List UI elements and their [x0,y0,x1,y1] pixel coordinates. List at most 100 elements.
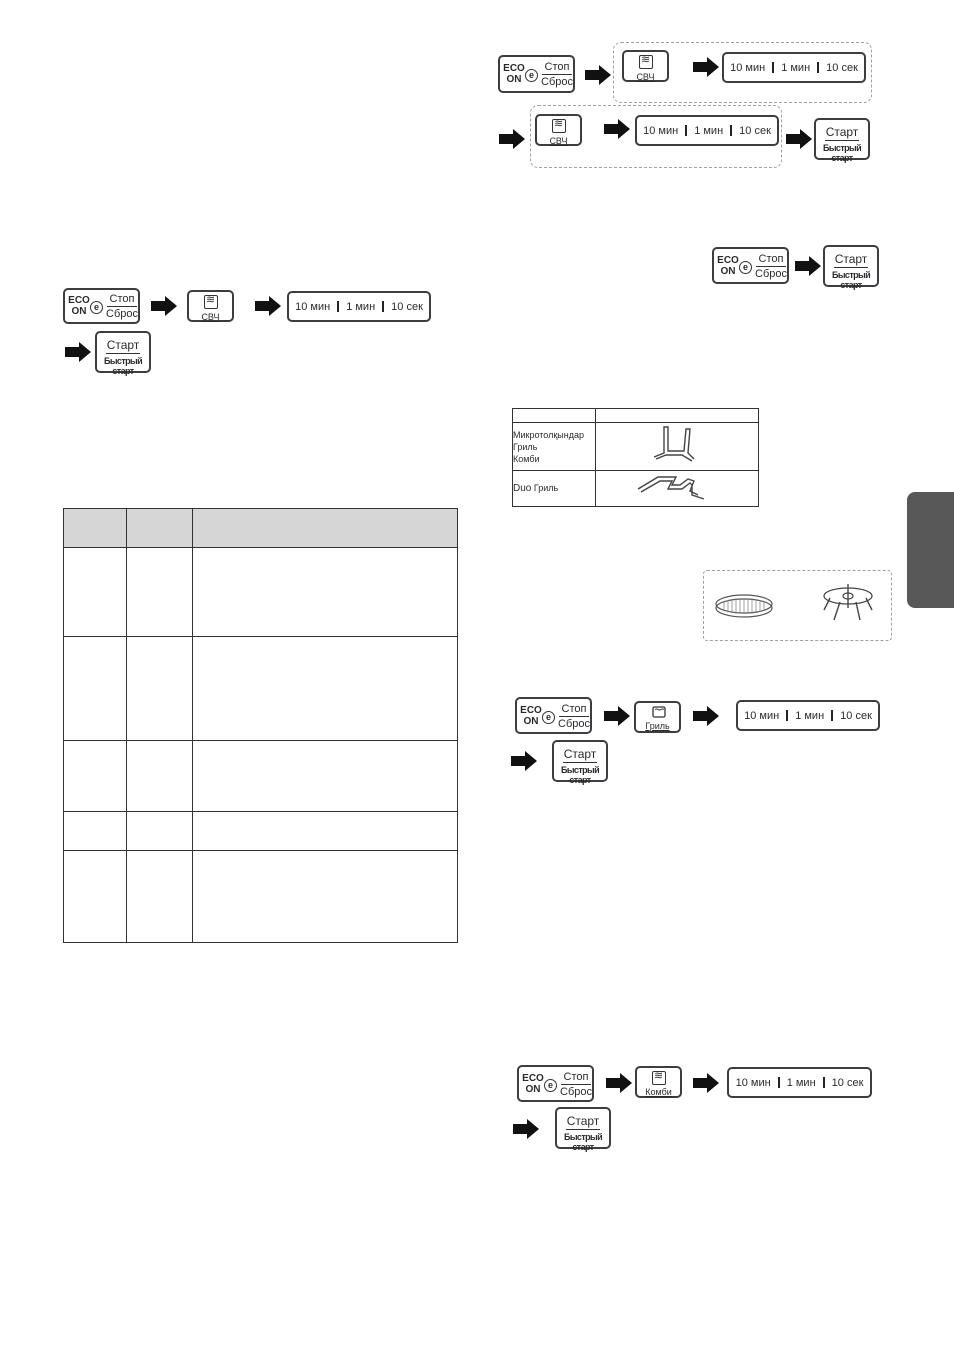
time-1min-label[interactable]: 1 мин [786,1076,816,1089]
table-cell [192,740,458,812]
on-label: ON [506,74,522,85]
time-10sec-label[interactable]: 10 сек [391,300,423,313]
quick-start-label: Быстрый старт [560,765,600,785]
time-buttons[interactable]: 10 мин 1 мин 10 сек [727,1067,872,1098]
time-10sec-label[interactable]: 10 сек [831,1076,864,1089]
eco-leaf-icon: e [542,711,555,724]
start-label: Старт [825,125,859,139]
arrow-right-icon [786,129,812,149]
start-button[interactable]: Старт Быстрый старт [95,331,151,376]
time-1min-label[interactable]: 1 мин [781,61,811,74]
arrow-right-icon [499,129,525,149]
arrow-right-icon [604,119,630,139]
combi-button[interactable]: Комби [635,1066,682,1098]
arrow-right-icon [255,296,281,316]
divider [756,266,786,267]
grill-button[interactable]: Гриль [634,701,681,733]
table-cell [192,811,458,851]
divider [337,301,340,312]
start-label: Старт [563,747,597,761]
time-10min-label[interactable]: 10 мин [744,709,780,722]
reset-label: Сброс [560,1086,592,1098]
accessory-modes-cell: Duo Гриль [512,470,596,507]
time-buttons[interactable]: 10 мин 1 мин 10 сек [736,700,880,731]
table-row [63,740,458,812]
time-10sec-label[interactable]: 10 сек [840,709,872,722]
low-rack-icon [637,476,705,500]
grill-icon [652,706,666,718]
eco-label: ECO [520,705,542,716]
eco-label: ECO [717,255,739,266]
eco-stop-button[interactable]: ECO ON e Стоп Сброс [63,288,140,324]
time-10min-label[interactable]: 10 мин [643,124,679,137]
mode-label: Микротолқындар [513,429,584,440]
eco-stop-button[interactable]: ECO ON e Стоп Сброс [515,697,592,734]
microwave-waves-icon [639,53,653,69]
reset-label: Сброс [558,718,590,730]
start-button[interactable]: Старт Быстрый старт [552,740,608,785]
start-button[interactable]: Старт Быстрый старт [823,245,879,290]
time-buttons[interactable]: 10 мин 1 мин 10 сек [635,115,779,146]
quick-start-label: Быстрый старт [831,270,871,290]
table-cell [126,850,193,943]
time-10min-label[interactable]: 10 мин [295,300,331,313]
table-row [63,547,458,637]
table-cell [126,740,193,812]
combi-waves-icon [652,1069,666,1085]
table-header-cell [192,508,458,548]
eco-stop-button[interactable]: ECO ON e Стоп Сброс [712,247,789,284]
arrow-right-icon [604,706,630,726]
on-label: ON [525,1084,541,1095]
divider [107,306,137,307]
stop-label: Стоп [109,293,135,305]
microwave-label: СВЧ [201,312,220,322]
table-cell [63,547,127,637]
microwave-button[interactable]: СВЧ [187,290,234,322]
stop-label: Стоп [561,703,587,715]
on-label: ON [523,716,539,727]
arrow-right-icon [693,706,719,726]
time-10sec-label[interactable]: 10 сек [826,61,858,74]
eco-stop-button[interactable]: ECO ON e Стоп Сброс [498,55,575,93]
time-10min-label[interactable]: 10 мин [735,1076,771,1089]
on-label: ON [720,266,736,277]
table-cell [63,740,127,812]
accessory-image-cell [595,470,759,507]
arrow-right-icon [795,256,821,276]
section-tab-marker [907,492,954,608]
time-1min-label[interactable]: 1 мин [694,124,724,137]
table-cell [192,850,458,943]
microwave-label: СВЧ [636,72,655,82]
eco-leaf-icon: e [525,69,538,82]
eco-label: ECO [68,295,90,306]
divider [559,716,589,717]
time-buttons[interactable]: 10 мин 1 мин 10 сек [722,52,866,83]
accessory-modes-cell: Микротолқындар Гриль Комби [512,422,596,471]
time-1min-label[interactable]: 1 мин [346,300,376,313]
table-header-cell [63,508,127,548]
time-10sec-label[interactable]: 10 сек [739,124,771,137]
start-button[interactable]: Старт Быстрый старт [555,1107,611,1152]
eco-stop-button[interactable]: ECO ON e Стоп Сброс [517,1065,594,1102]
mode-label: Комби [513,453,540,464]
microwave-waves-icon [204,293,218,309]
turntable-tray-icon [715,594,773,618]
combi-label: Комби [645,1087,672,1097]
time-1min-label[interactable]: 1 мин [795,709,825,722]
microwave-button[interactable]: СВЧ [535,114,582,146]
time-10min-label[interactable]: 10 мин [730,61,766,74]
eco-leaf-icon: e [739,261,752,274]
turntable-accessories-frame [703,570,892,641]
accessory-image-cell [595,422,759,471]
table-cell [192,547,458,637]
time-buttons[interactable]: 10 мин 1 мин 10 сек [287,291,431,322]
table-cell [126,636,193,741]
start-button[interactable]: Старт Быстрый старт [814,118,870,163]
arrow-right-icon [151,296,177,316]
reset-label: Сброс [541,76,573,88]
table-header-row [63,508,458,548]
divider [730,125,733,136]
microwave-button[interactable]: СВЧ [622,50,669,82]
divider [831,710,834,721]
on-label: ON [71,306,87,317]
